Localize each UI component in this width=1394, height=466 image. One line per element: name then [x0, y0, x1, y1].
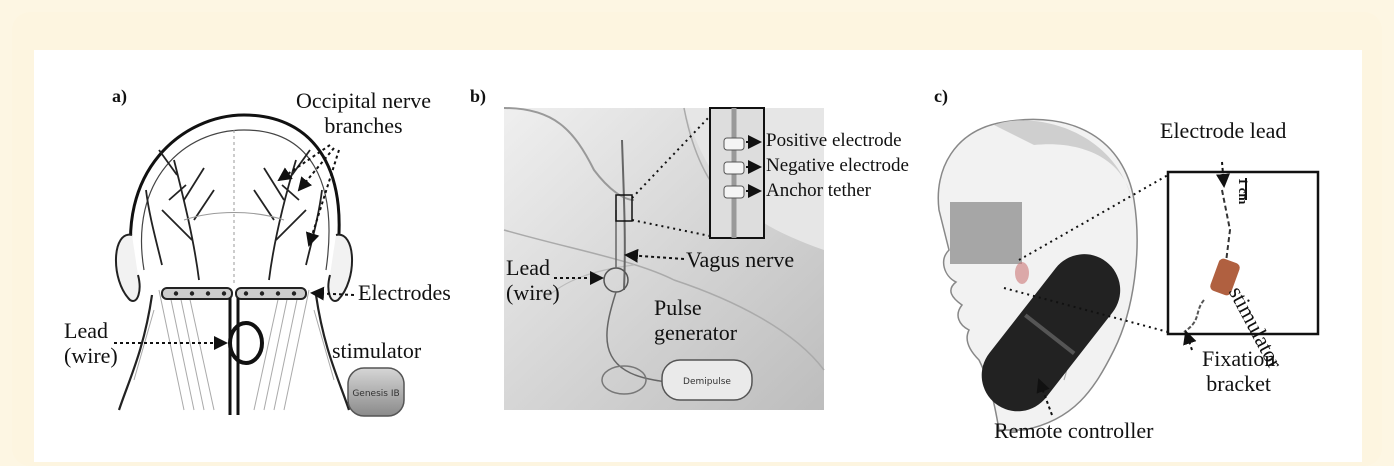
pulse-generator-label: Pulse generator — [654, 295, 737, 346]
b-lead-label: Lead (wire) — [506, 255, 560, 306]
panel-a-label: a) — [112, 86, 127, 107]
head-outline — [131, 115, 340, 275]
electrodes-label: Electrodes — [358, 280, 451, 305]
panel-b-label: b) — [470, 86, 486, 107]
scale-bar-label: 1 cm — [1235, 178, 1250, 204]
panel-c-label: c) — [934, 86, 948, 107]
stimulator-device-text: Genesis IB — [352, 389, 399, 399]
fixation-bracket-label: Fixation bracket — [1202, 346, 1275, 397]
occipital-nerve-label: Occipital nerve branches — [296, 88, 431, 139]
right-ear — [328, 235, 352, 301]
panel-a-drawing: Genesis IB — [114, 115, 404, 416]
face-obscured-block — [950, 202, 1022, 264]
pulse-generator-text: Demipulse — [683, 377, 731, 387]
vagus-nerve-label: Vagus nerve — [686, 247, 794, 272]
negative-electrode-label: Negative electrode — [766, 155, 909, 177]
remote-controller-label: Remote controller — [994, 418, 1153, 443]
a-lead-label: Lead (wire) — [64, 318, 118, 369]
a-stimulator-label: stimulator — [332, 338, 421, 363]
positive-electrode-label: Positive electrode — [766, 130, 902, 152]
left-electrode — [162, 288, 232, 299]
left-ear — [116, 235, 140, 301]
electrode-lead-label: Electrode lead — [1160, 118, 1286, 143]
figure: Genesis IB — [34, 50, 1362, 462]
anchor-tether-label: Anchor tether — [766, 180, 871, 202]
